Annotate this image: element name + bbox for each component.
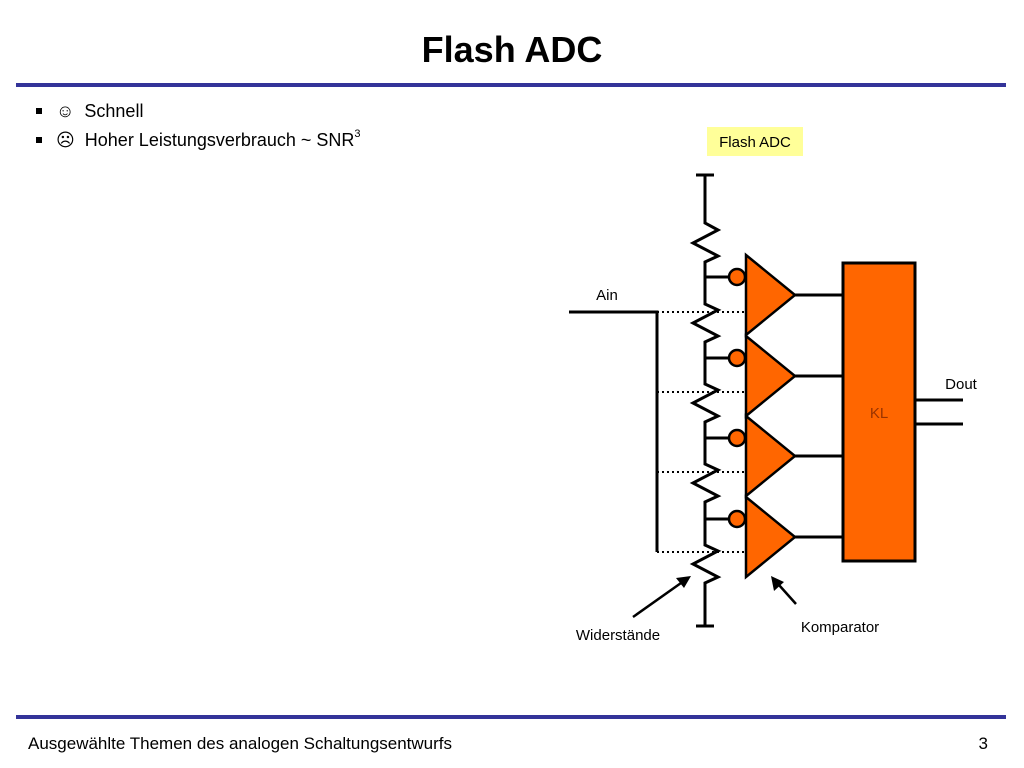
comparator-label: Komparator [801,619,879,636]
resistor-ladder [689,173,722,628]
snr-exponent: 3 [354,128,361,140]
bullet-item-power: ☹ Hoher Leistungsverbrauch ~ SNR3 [34,126,361,155]
logic-block [841,261,917,563]
page-number: 3 [978,734,988,753]
resistor-annotation-arrow [632,576,691,619]
input-network [569,310,659,552]
comparator-1 [727,252,797,338]
slide-title: Flash ADC [421,29,603,70]
input-label: Ain [596,287,618,304]
square-bullet-icon [36,108,42,114]
footer-divider [16,715,1006,719]
digital-output-wires [915,398,963,426]
bullet-text-power: Hoher Leistungsverbrauch ~ SNR [84,130,355,150]
bullet-text-fast: Schnell [84,101,144,121]
comparator-4 [727,494,797,580]
smiley-face-icon: ☺ [56,101,75,121]
bullet-list: ☺ Schnell ☹ Hoher Leistungsverbrauch ~ S… [34,97,361,155]
inverting-input-bubble [727,428,747,448]
comparator-3 [727,413,797,499]
comparator-triangle [744,494,797,580]
resistors-label: Widerstände [576,627,660,644]
comparator-triangle [744,333,797,419]
comparator-triangle [744,413,797,499]
comparator-annotation-arrow [771,576,797,605]
square-bullet-icon [36,137,42,143]
resistor-chain [689,175,722,626]
inverting-input-bubble [727,348,747,368]
inverting-input-bubble [727,509,747,529]
ladder-taps [705,275,729,521]
flash-adc-badge-label: Flash ADC [719,134,791,151]
flash-adc-badge [707,127,803,156]
comparator-2 [727,333,797,419]
frowning-face-icon: ☹ [56,130,75,150]
input-bus [569,310,659,552]
footer-text: Ausgewählte Themen des analogen Schaltun… [28,734,453,753]
output-label: Dout [945,376,978,393]
inverting-input-bubble [727,267,747,287]
comparator-outputs [795,293,843,539]
title-divider [16,83,1006,87]
comparator-triangle [744,252,797,338]
logic-block-label: KL [870,405,888,422]
bullet-item-fast: ☺ Schnell [34,97,361,126]
